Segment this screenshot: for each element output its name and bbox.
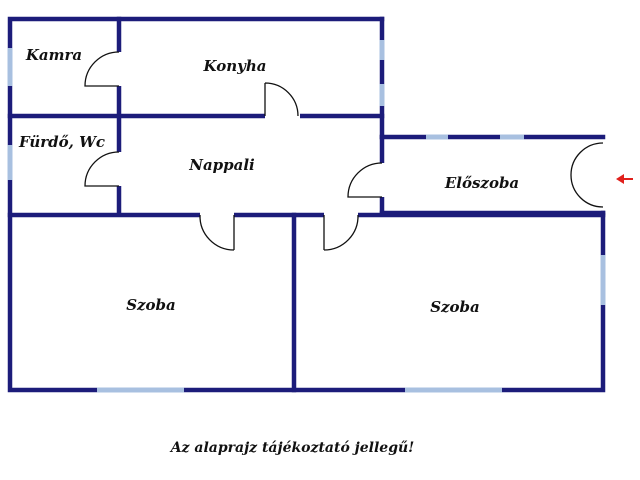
room-label-nappali: Nappali <box>188 156 255 174</box>
door-furdo <box>84 151 120 187</box>
doors <box>84 51 604 251</box>
room-label-eloszoba: Előszoba <box>444 174 519 192</box>
door-konyha <box>264 82 299 117</box>
room-label-konyha: Konyha <box>203 57 267 75</box>
exterior-walls <box>7 16 606 393</box>
windows <box>7 40 606 393</box>
room-label-szoba-right: Szoba <box>430 298 480 316</box>
entrance-arrow-icon <box>616 174 633 184</box>
door-openings <box>115 52 607 219</box>
room-label-furdo: Fürdő, Wc <box>18 133 105 151</box>
door-szoba-left <box>199 214 235 251</box>
interior-walls <box>7 16 606 393</box>
room-label-szoba-left: Szoba <box>126 296 176 314</box>
door-entrance <box>570 142 604 208</box>
door-kamra <box>84 51 120 87</box>
disclaimer-caption: Az alaprajz tájékoztató jellegű! <box>170 440 415 456</box>
door-nappali-eloszoba <box>347 162 383 198</box>
door-szoba-right <box>323 214 359 251</box>
room-label-kamra: Kamra <box>25 46 82 64</box>
